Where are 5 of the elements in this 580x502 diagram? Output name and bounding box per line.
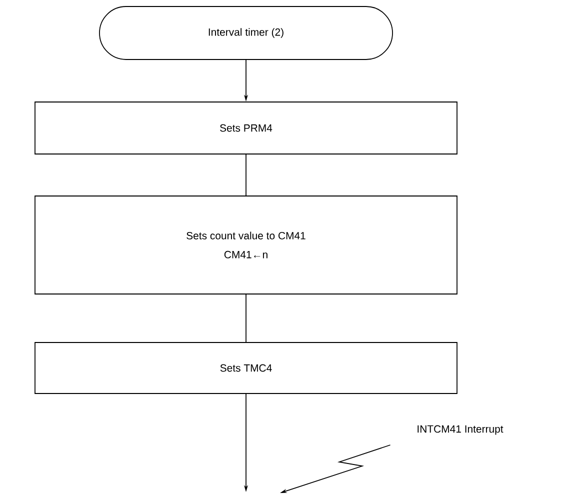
process-box: Sets count value to CM41 CM41←n [34,196,458,294]
process-box: Sets TMC4 [34,342,458,394]
process-box: Sets PRM4 [34,102,458,154]
terminator-box: Interval timer (2) [99,6,393,60]
interrupt-label: INTCM41 Interrupt [418,425,504,435]
